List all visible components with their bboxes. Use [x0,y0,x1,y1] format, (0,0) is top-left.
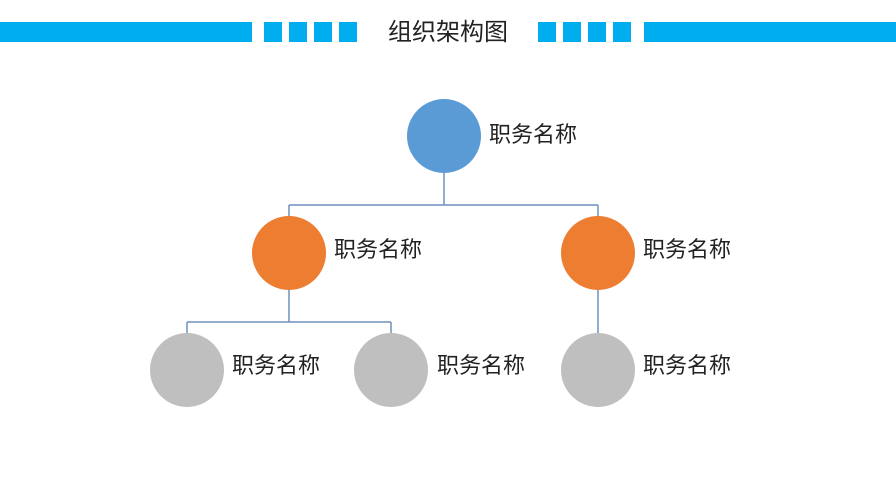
header-block-left-3 [314,22,332,42]
header-block-left-1 [264,22,282,42]
org-node-root[interactable] [407,99,481,173]
header-block-left-4 [339,22,357,42]
page-title: 组织架构图 [388,18,508,46]
org-node-left-staff-1[interactable] [150,333,224,407]
header-bar-left [0,22,252,42]
org-node-left-manager[interactable] [252,216,326,290]
org-node-left-manager-label: 职务名称 [334,238,423,263]
org-node-right-manager-label: 职务名称 [643,238,732,263]
org-node-right-staff-1-label: 职务名称 [643,354,732,379]
org-node-right-staff-1[interactable] [561,333,635,407]
header-block-right-4 [613,22,631,42]
header-block-left-2 [289,22,307,42]
org-node-right-manager[interactable] [561,216,635,290]
header-bar-right [644,22,896,42]
header-block-right-3 [588,22,606,42]
org-node-left-staff-1-label: 职务名称 [232,354,321,379]
org-node-left-staff-2[interactable] [354,333,428,407]
org-node-root-label: 职务名称 [489,123,578,148]
header-block-right-1 [538,22,556,42]
org-node-left-staff-2-label: 职务名称 [437,354,526,379]
header-block-right-2 [563,22,581,42]
